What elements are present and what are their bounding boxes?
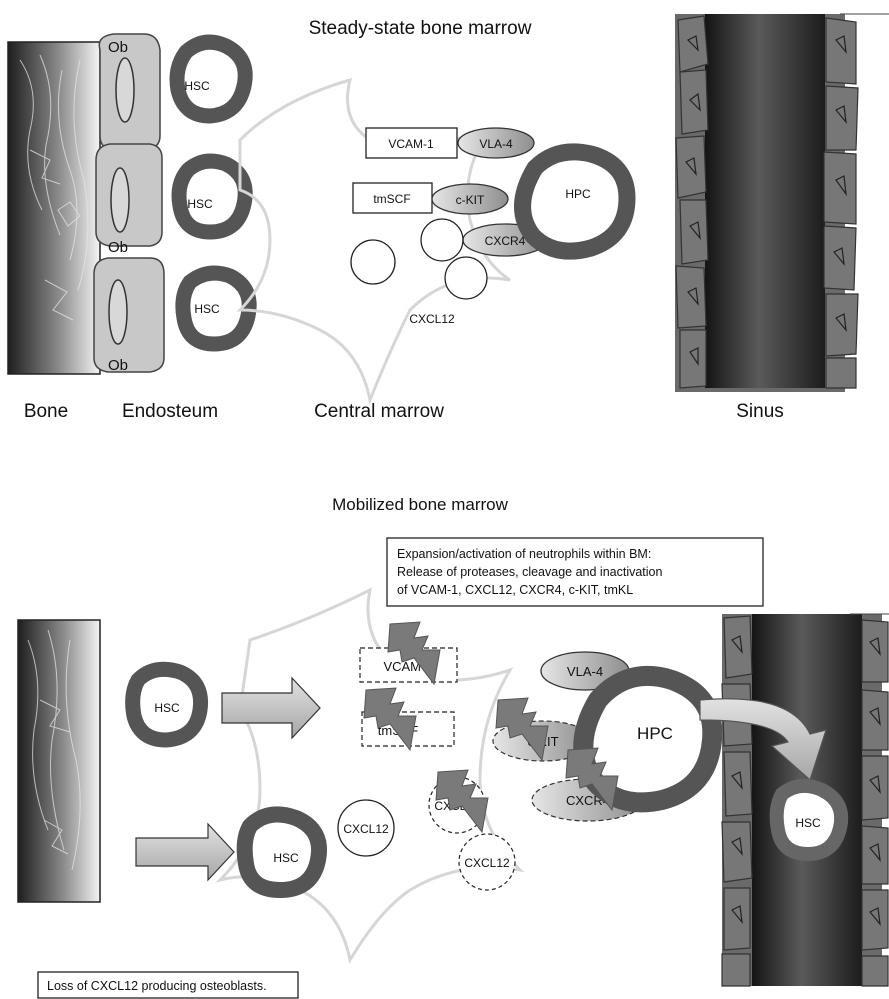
hpc-label: HPC [565,187,591,201]
ob-label: Ob [108,239,128,256]
cxcl12-label: CXCL12 [409,312,455,326]
hsc-cell-top-3: HSC [183,273,249,344]
hpc-label: HPC [637,724,673,743]
osteoblast-note: Loss of CXCL12 producing osteoblasts. [47,979,267,993]
cxcr4-label: CXCR4 [485,234,526,248]
hsc-label: HSC [795,816,821,830]
neutrophil-note-line-3: of VCAM-1, CXCL12, CXCR4, c-KIT, tmKL [397,583,633,597]
ob-label: Ob [108,39,128,56]
vcam1-label: VCAM-1 [388,137,434,151]
migration-arrow [222,678,320,738]
cxcl12-label: CXCL12 [343,822,389,836]
sinus-label: Sinus [736,401,784,422]
osteoblast-nucleus [109,280,127,344]
hsc-label: HSC [187,197,213,211]
ob-label: Ob [108,357,128,374]
hsc-cell-top-1: HSC [177,42,245,116]
tmscf-label: tmSCF [373,192,410,206]
central-marrow-label: Central marrow [314,401,444,422]
bottom-title: Mobilized bone marrow [332,495,508,514]
bone-top [8,42,100,374]
hpc-cell-top: HPC [522,152,627,251]
cxcl12-molecule [351,240,395,284]
hsc-cell-bottom-2: HSC [245,814,319,890]
bone-label: Bone [24,401,68,422]
neutrophil-note-line-2: Release of proteases, cleavage and inact… [397,565,662,579]
cxcl12-label: CXCL12 [464,856,510,870]
hsc-label: HSC [194,302,220,316]
hsc-label: HSC [154,701,180,715]
hsc-label: HSC [184,79,210,93]
osteoblast-nucleus [116,58,134,122]
hsc-cell-top-2: HSC [179,161,245,232]
osteoblast-cell [94,258,164,372]
stromal-cell-outline [220,590,520,960]
top-title: Steady-state bone marrow [309,18,532,39]
vla4-label: VLA-4 [567,664,603,679]
hsc-cell-in-sinus: HSC [777,786,842,854]
cxcl12-molecule [445,257,487,299]
vla4-label: VLA-4 [479,137,513,151]
endosteum-label: Endosteum [122,401,218,422]
bone-bottom [18,620,100,902]
hsc-label: HSC [273,851,299,865]
cxcl12-molecule [421,219,463,261]
ckit-label: c-KIT [456,193,485,207]
neutrophil-note-line-1: Expansion/activation of neutrophils with… [397,547,651,561]
sinus-vessel-top [675,14,889,392]
osteoblast-nucleus [111,168,129,232]
migration-arrow [136,824,234,880]
osteoblast-column-top: Ob Ob Ob [94,34,164,374]
hsc-cell-bottom-1: HSC [133,669,201,740]
